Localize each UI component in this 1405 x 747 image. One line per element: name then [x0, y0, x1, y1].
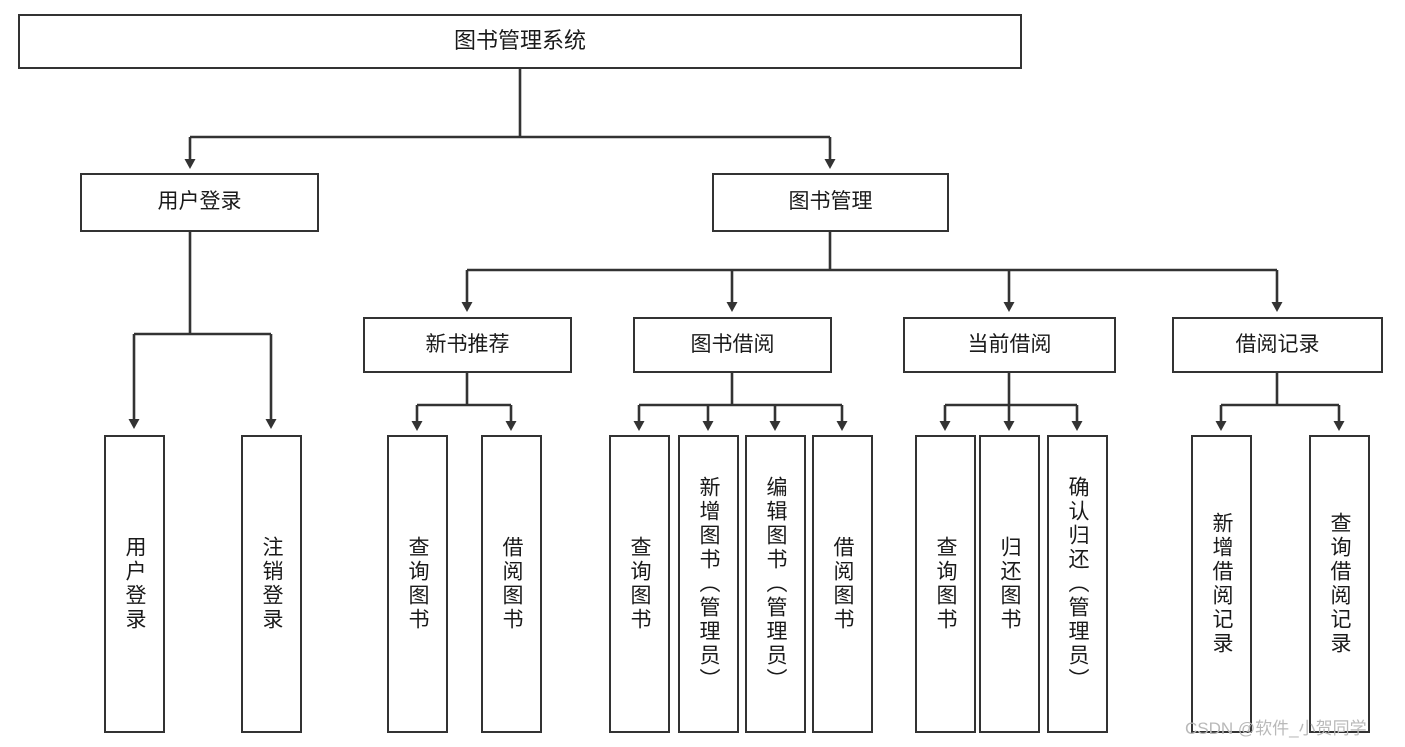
node-label: 当前借阅: [967, 332, 1052, 356]
node-borrowing-record[interactable]: 借阅记录: [1172, 317, 1383, 373]
node-label: 图书管理系统: [453, 28, 586, 54]
node-root-book-management-system[interactable]: 图书管理系统: [18, 14, 1022, 69]
node-user-login[interactable]: 用户登录: [80, 173, 319, 232]
node-leaf-query-book-borrow[interactable]: 查询图书: [609, 435, 670, 733]
node-label: 归还图书: [998, 536, 1021, 632]
node-label: 借阅图书: [500, 536, 523, 632]
node-leaf-add-borrow-record[interactable]: 新增借阅记录: [1191, 435, 1252, 733]
node-book-management[interactable]: 图书管理: [712, 173, 949, 232]
node-leaf-edit-book-admin[interactable]: 编辑图书（管理员）: [745, 435, 806, 733]
node-label: 借阅记录: [1235, 332, 1320, 356]
node-label: 图书管理: [788, 190, 873, 214]
node-label: 用户登录: [123, 536, 146, 632]
node-label: 新增图书（管理员）: [697, 476, 720, 692]
node-leaf-query-book-recommend[interactable]: 查询图书: [387, 435, 448, 733]
node-label: 图书借阅: [690, 332, 775, 356]
node-leaf-user-login[interactable]: 用户登录: [104, 435, 165, 733]
node-label: 编辑图书（管理员）: [764, 476, 787, 692]
node-book-borrowing[interactable]: 图书借阅: [633, 317, 832, 373]
node-label: 新增借阅记录: [1210, 512, 1233, 656]
node-new-book-recommendation[interactable]: 新书推荐: [363, 317, 572, 373]
node-label: 查询图书: [934, 536, 957, 632]
node-label: 查询图书: [406, 536, 429, 632]
node-label: 注销登录: [260, 536, 283, 632]
node-label: 新书推荐: [425, 332, 510, 356]
watermark: CSDN @软件_小贺同学: [1185, 719, 1367, 738]
node-leaf-confirm-return-admin[interactable]: 确认归还（管理员）: [1047, 435, 1108, 733]
node-leaf-logout[interactable]: 注销登录: [241, 435, 302, 733]
node-label: 用户登录: [157, 190, 242, 214]
node-label: 借阅图书: [831, 536, 854, 632]
node-current-borrowing[interactable]: 当前借阅: [903, 317, 1116, 373]
node-leaf-borrow-book[interactable]: 借阅图书: [812, 435, 873, 733]
node-leaf-borrow-book-recommend[interactable]: 借阅图书: [481, 435, 542, 733]
node-label: 查询借阅记录: [1328, 512, 1351, 656]
node-leaf-return-book[interactable]: 归还图书: [979, 435, 1040, 733]
node-leaf-add-book-admin[interactable]: 新增图书（管理员）: [678, 435, 739, 733]
node-leaf-query-book-current[interactable]: 查询图书: [915, 435, 976, 733]
node-leaf-query-borrow-record[interactable]: 查询借阅记录: [1309, 435, 1370, 733]
node-label: 查询图书: [628, 536, 651, 632]
node-label: 确认归还（管理员）: [1066, 476, 1089, 692]
